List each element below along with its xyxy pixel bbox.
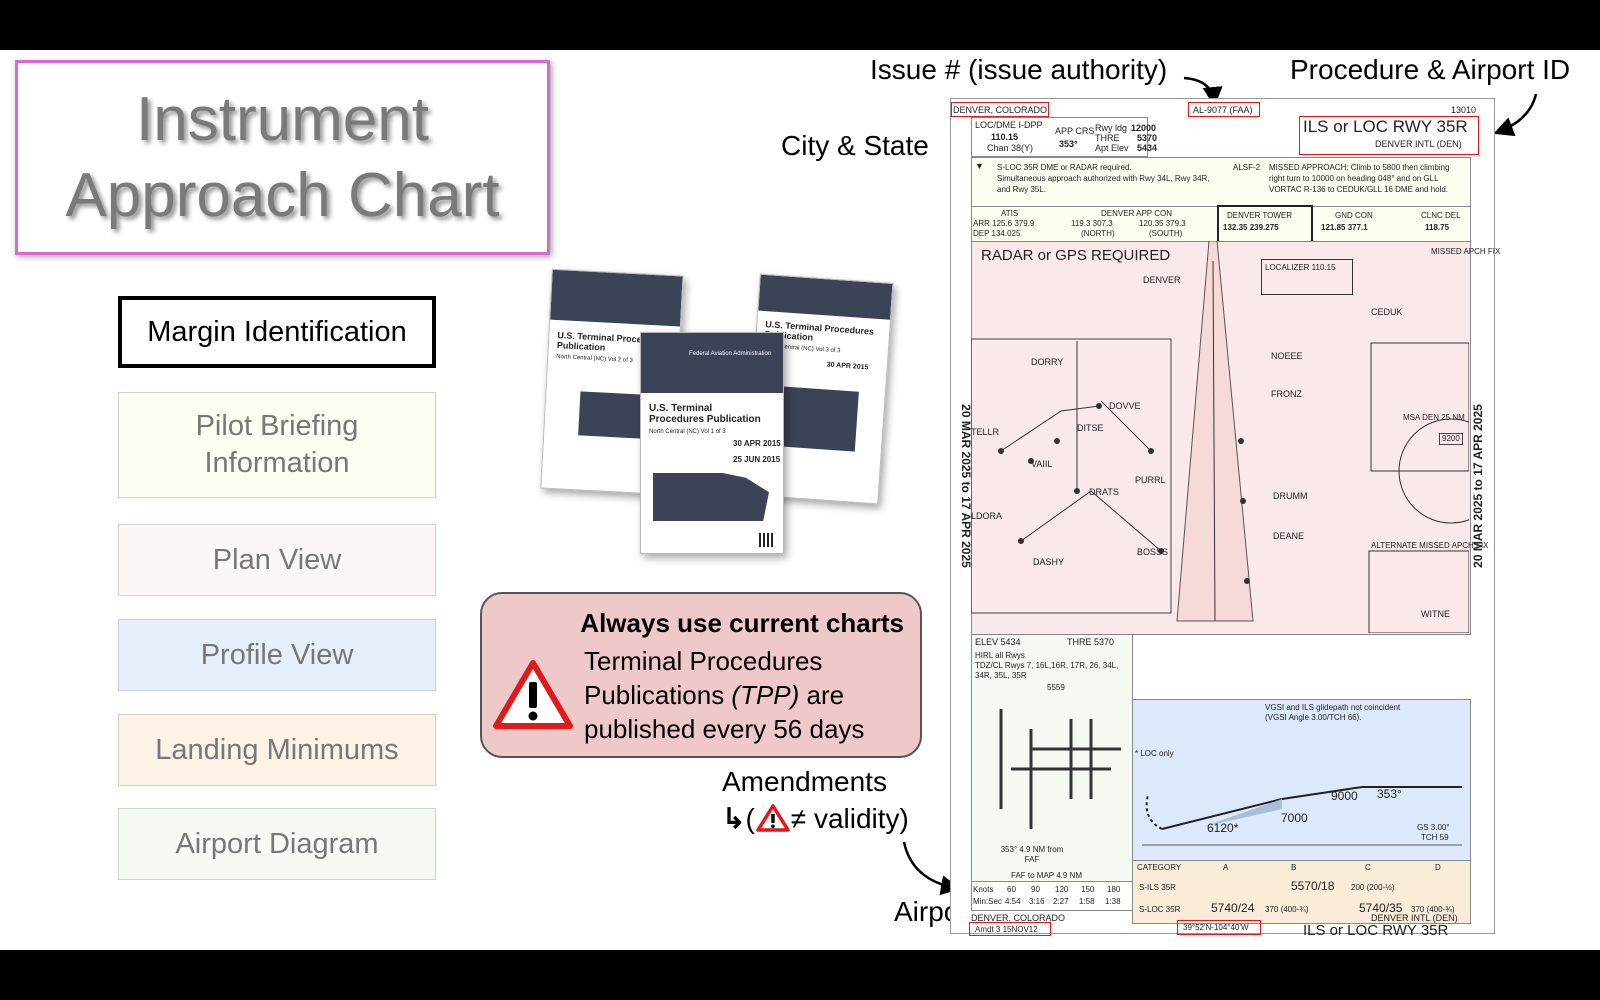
profile-drawing [1142, 786, 1462, 846]
approach-chart: DENVER, COLORADO AL-9077 (FAA) 13010 ILS… [950, 98, 1500, 939]
annotation-city-state: City & State [781, 130, 929, 161]
chart-city-bottom: DENVER, COLORADO [971, 913, 1066, 923]
annotation-amendments: Amendments [722, 766, 887, 797]
menu-item-pilot-briefing[interactable]: Pilot Briefing Information [118, 392, 436, 498]
amendment-highlight [969, 922, 1051, 936]
chart-number: 13010 [1451, 105, 1477, 115]
menu-item-profile-view[interactable]: Profile View [118, 619, 436, 691]
airport-diagram [971, 634, 1133, 888]
warning-heading: Always use current charts [580, 608, 904, 638]
city-highlight [951, 102, 1049, 117]
chart-amendment: Amdt 3 15NOV12 [975, 925, 1038, 934]
chart-airport-bottom: DENVER INTL (DEN) [1371, 913, 1458, 923]
chart-city-top: DENVER, COLORADO [953, 105, 1048, 115]
landing-minimums [1132, 860, 1471, 924]
title-line-1: Instrument [136, 84, 429, 154]
warning-small-icon [756, 804, 790, 832]
annotation-validity: ↳(≠ validity) [722, 803, 909, 834]
menu-item-plan-view[interactable]: Plan View [118, 524, 436, 596]
issue-highlight [1188, 102, 1260, 117]
warning-text: Terminal Procedures Publications (TPP) a… [584, 646, 865, 744]
menu-item-airport-diagram[interactable]: Airport Diagram [118, 808, 436, 880]
runway-layout [999, 709, 1121, 829]
warning-icon [493, 660, 573, 729]
freq-box [971, 117, 1148, 157]
menu-item-landing-minimums[interactable]: Landing Minimums [118, 714, 436, 786]
chart-coords: 39°52'N-104°40'W [1183, 923, 1249, 932]
side-date-right: 20 MAR 2025 to 17 APR 2025 [1471, 404, 1485, 568]
chart-airport: DENVER INTL (DEN) [1375, 139, 1462, 149]
annotation-procedure: Procedure & Airport ID [1290, 54, 1571, 85]
menu-item-margin-identification[interactable]: Margin Identification [118, 296, 436, 368]
chart-issue: AL-9077 (FAA) [1193, 105, 1253, 115]
chart-procedure: ILS or LOC RWY 35R [1303, 117, 1468, 136]
localizer-box [1261, 259, 1353, 295]
procedure-highlight [1299, 116, 1479, 155]
warning-callout: Always use current charts Terminal Proce… [480, 592, 922, 758]
tpp-booklet-vol1: Federal Aviation Administration U.S. Ter… [640, 332, 784, 554]
coords-highlight [1177, 920, 1261, 935]
chart-procedure-bottom: ILS or LOC RWY 35R [1303, 922, 1449, 939]
plan-view-drawing [971, 241, 1469, 633]
radar-required: RADAR or GPS REQUIRED [981, 247, 1171, 264]
title-line-2: Approach Chart [65, 160, 500, 230]
annotation-issue: Issue # (issue authority) [870, 54, 1168, 85]
side-date-left: 20 MAR 2025 to 17 APR 2025 [959, 404, 973, 568]
